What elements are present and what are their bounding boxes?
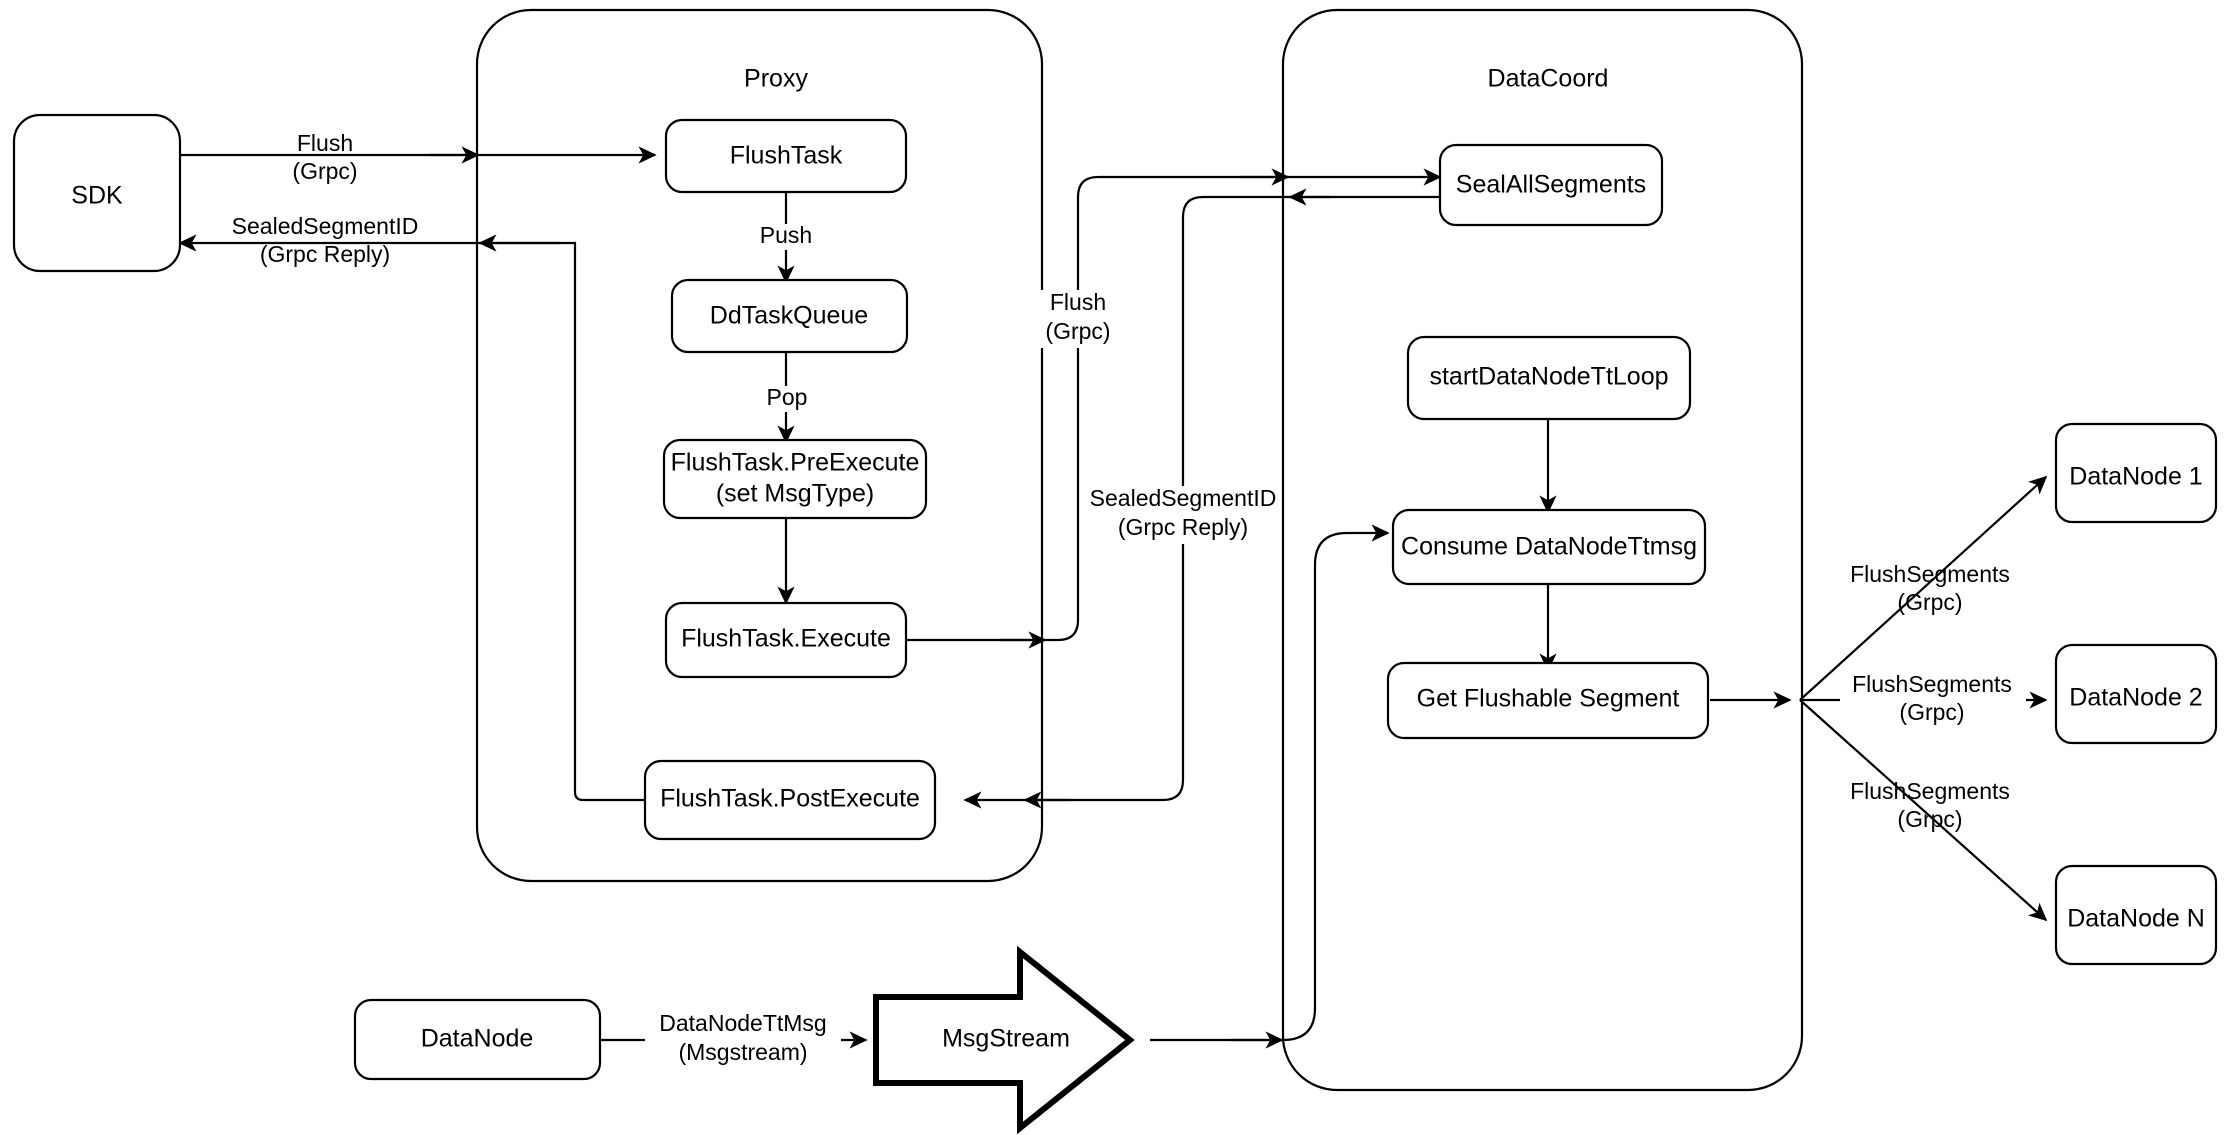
flush-task-label: FlushTask: [730, 142, 843, 170]
msgstream-label: MsgStream: [942, 1025, 1070, 1053]
node-get-flushable-segment[interactable]: Get Flushable Segment: [1386, 661, 1710, 740]
label-flushsegments-2-line1: FlushSegments: [1852, 671, 2012, 697]
proxy-container-title: Proxy: [744, 65, 808, 93]
node-start-datanode-tt-loop[interactable]: startDataNodeTtLoop: [1406, 335, 1692, 421]
node-consume-datanode-ttmsg[interactable]: Consume DataNodeTtmsg: [1391, 508, 1707, 586]
label-flushsegments-1-line1: FlushSegments: [1850, 561, 2010, 587]
datanode-1-label: DataNode 1: [2069, 463, 2202, 491]
node-post-execute[interactable]: FlushTask.PostExecute: [643, 759, 937, 841]
label-proxy-to-coord: Flush (Grpc): [1030, 289, 1126, 348]
label-flush-grpc-line2: (Grpc): [292, 158, 357, 184]
edge-msgstream-to-consume: [1150, 524, 1390, 1042]
msgstream-arrow-shape[interactable]: [873, 945, 1135, 1135]
node-flush-task[interactable]: FlushTask: [664, 118, 908, 194]
consume-tt-msg-label: Consume DataNodeTtmsg: [1401, 533, 1697, 561]
post-execute-label: FlushTask.PostExecute: [660, 785, 920, 813]
label-datanode-to-msgstream: DataNodeTtMsg (Msgstream): [645, 1010, 841, 1069]
flush-task-rect[interactable]: [664, 118, 908, 194]
label-sealedsegmentid-line1: SealedSegmentID: [232, 213, 419, 239]
push-label-bg: [750, 224, 822, 250]
label-flushsegments-2: FlushSegments (Grpc): [1840, 671, 2026, 728]
datacoord-container-title: DataCoord: [1488, 65, 1609, 93]
label-pop: Pop: [756, 384, 818, 412]
datanode-n-rect[interactable]: [2054, 864, 2218, 966]
flush-coord-label-bg: [1030, 290, 1126, 348]
edge-execute-to-sealallsegments: [906, 168, 1442, 642]
edge-fanout-to-datanode1: [1799, 475, 2048, 701]
post-execute-rect[interactable]: [643, 759, 937, 841]
push-label: Push: [760, 222, 812, 248]
label-datanodettmsg-line2: (Msgstream): [678, 1039, 807, 1065]
seal-all-segments-rect[interactable]: [1438, 143, 1664, 227]
label-flushsegments-n: FlushSegments (Grpc): [1850, 778, 2010, 832]
label-flush-coord-line1: Flush: [1050, 289, 1106, 315]
start-tt-loop-label: startDataNodeTtLoop: [1429, 363, 1668, 391]
label-push: Push: [750, 222, 822, 250]
consume-tt-msg-rect[interactable]: [1391, 508, 1707, 586]
sdk-label: SDK: [71, 182, 123, 210]
label-sealedsegmentid-line2: (Grpc Reply): [260, 241, 390, 267]
node-datanode-n[interactable]: DataNode N: [2054, 864, 2218, 966]
node-pre-execute[interactable]: FlushTask.PreExecute (set MsgType): [662, 438, 928, 520]
edge-postexecute-to-sdk: [178, 234, 645, 802]
datanode-source-rect[interactable]: [353, 998, 602, 1081]
dd-task-queue-rect[interactable]: [670, 278, 909, 354]
label-flushsegments-2-line2: (Grpc): [1899, 699, 1964, 725]
node-msgstream[interactable]: MsgStream: [873, 945, 1135, 1135]
dd-task-queue-label: DdTaskQueue: [710, 302, 868, 330]
datanode-n-label: DataNode N: [2067, 905, 2205, 933]
ttmsg-label-bg: [645, 1011, 841, 1069]
get-flushable-segment-label: Get Flushable Segment: [1417, 685, 1680, 713]
get-flushable-segment-rect[interactable]: [1386, 661, 1710, 740]
label-flushsegments-1-line2: (Grpc): [1897, 589, 1962, 615]
pop-label: Pop: [767, 384, 808, 410]
pop-label-bg: [756, 386, 818, 412]
edge-fanout-to-datanoden: [1799, 699, 2048, 922]
start-tt-loop-rect[interactable]: [1406, 335, 1692, 421]
datanode-source-label: DataNode: [421, 1025, 534, 1053]
pre-execute-label-line1: FlushTask.PreExecute: [671, 449, 920, 477]
datanode-1-rect[interactable]: [2054, 422, 2218, 524]
seal-all-segments-label: SealAllSegments: [1456, 171, 1646, 199]
execute-rect[interactable]: [664, 601, 908, 679]
node-dd-task-queue[interactable]: DdTaskQueue: [670, 278, 909, 354]
execute-label: FlushTask.Execute: [681, 625, 891, 653]
label-sealed-coord-line2: (Grpc Reply): [1118, 514, 1248, 540]
label-flushsegments-n-line1: FlushSegments: [1850, 778, 2010, 804]
pre-execute-label-line2: (set MsgType): [716, 480, 874, 508]
datanode-2-label: DataNode 2: [2069, 684, 2202, 712]
label-coord-to-proxy: SealedSegmentID (Grpc Reply): [1090, 485, 1277, 544]
sdk-rect[interactable]: [12, 113, 182, 273]
label-proxy-to-sdk: SealedSegmentID (Grpc Reply): [232, 213, 419, 267]
node-seal-all-segments[interactable]: SealAllSegments: [1438, 143, 1664, 227]
label-flushsegments-n-line2: (Grpc): [1897, 806, 1962, 832]
node-execute[interactable]: FlushTask.Execute: [664, 601, 908, 679]
datanode-2-rect[interactable]: [2054, 643, 2218, 745]
label-flush-grpc-line1: Flush: [297, 130, 353, 156]
node-datanode-source[interactable]: DataNode: [353, 998, 602, 1081]
pre-execute-rect[interactable]: [662, 438, 928, 520]
label-flushsegments-1: FlushSegments (Grpc): [1850, 561, 2010, 615]
node-datanode-1[interactable]: DataNode 1: [2054, 422, 2218, 524]
label-sealed-coord-line1: SealedSegmentID: [1090, 485, 1277, 511]
flushsegments-2-label-bg: [1840, 672, 2026, 728]
label-datanodettmsg-line1: DataNodeTtMsg: [659, 1010, 826, 1036]
node-datanode-2[interactable]: DataNode 2: [2054, 643, 2218, 745]
label-sdk-to-proxy: Flush (Grpc): [292, 130, 357, 184]
sealed-coord-label-bg: [1090, 486, 1276, 544]
node-sdk[interactable]: SDK: [12, 113, 182, 273]
label-flush-coord-line2: (Grpc): [1045, 318, 1110, 344]
